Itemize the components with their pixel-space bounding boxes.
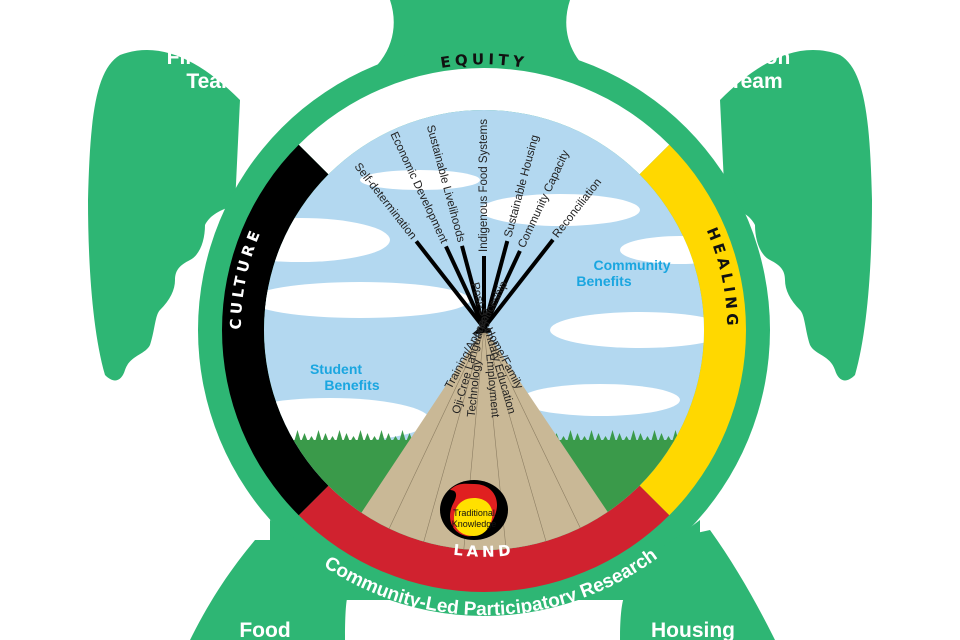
benefit-ray — [414, 240, 486, 330]
ring-label-land: LAND — [453, 541, 516, 561]
team-top-right-line2: First Nation — [674, 46, 791, 69]
tree — [567, 430, 574, 442]
turtle-flipper-top-right — [720, 50, 872, 381]
student-benefit-label: Employment — [483, 353, 501, 419]
ring-label-equity: EQUITY — [439, 50, 529, 72]
tree — [357, 430, 364, 442]
student-benefits-title-line1: Student — [310, 361, 362, 377]
tree — [392, 436, 399, 442]
tree — [336, 430, 343, 442]
tree — [588, 430, 595, 442]
tree — [294, 430, 301, 442]
cloud — [520, 384, 680, 416]
tree — [364, 433, 371, 442]
team-top-left-line3: Team — [186, 70, 239, 93]
tree — [595, 433, 602, 442]
team-bottom-left: Food — [239, 619, 290, 640]
cloud — [550, 312, 704, 348]
benefit-ray — [444, 245, 486, 329]
tree — [602, 436, 609, 442]
tree — [658, 433, 665, 442]
student-benefits-title-line2: Benefits — [324, 377, 379, 393]
cloud — [264, 218, 390, 262]
tree — [301, 433, 308, 442]
tree — [350, 436, 357, 442]
cloud — [264, 282, 470, 318]
tree — [399, 430, 406, 442]
medicine-wheel-ring — [222, 67, 746, 592]
tree — [385, 433, 392, 442]
tree — [623, 436, 630, 442]
cloud — [480, 194, 640, 226]
tree — [378, 430, 385, 442]
tree — [329, 436, 336, 442]
team-top-right-line1: Wasagamack — [638, 22, 771, 45]
tree — [609, 430, 616, 442]
cloud — [620, 236, 704, 264]
ring-segment-land — [298, 485, 670, 592]
tk-emblem-yellow-center — [454, 498, 493, 536]
cloud — [360, 170, 480, 190]
benefit-ray — [482, 250, 522, 329]
tk-label-line2: Knowledge — [452, 519, 497, 529]
turtle-flipper-top-left — [88, 50, 240, 381]
tree — [637, 433, 644, 442]
community-benefits-title-line2: Benefits — [576, 273, 631, 289]
ring-segment-equity — [298, 67, 670, 175]
benefit-ray — [482, 238, 555, 330]
tipi-top — [472, 324, 492, 334]
tree — [644, 436, 651, 442]
tree — [322, 433, 329, 442]
team-top-left-line2: First Nation — [167, 46, 284, 69]
tk-label-line1: Traditional — [453, 508, 495, 518]
team-top-left-line1: Garden Hill — [191, 22, 303, 45]
community-benefit-label: Indigenous Food Systems — [478, 119, 490, 252]
tree — [371, 436, 378, 442]
team-top-right-line3: Team — [729, 70, 782, 93]
tree — [343, 433, 350, 442]
community-benefits-title-line1: Community — [594, 257, 671, 273]
benefit-ray — [482, 240, 510, 329]
benefit-ray — [460, 245, 486, 329]
tree — [616, 433, 623, 442]
team-bottom-right: Housing — [651, 619, 735, 640]
tree — [665, 436, 672, 442]
tipi-pole-line — [418, 327, 485, 550]
ring-segment-culture — [222, 144, 329, 516]
tree — [651, 430, 658, 442]
tipi-pole-line — [483, 327, 596, 550]
tree — [560, 436, 567, 442]
turtle-body-lower — [270, 520, 700, 605]
tipi-body — [330, 328, 640, 550]
tree — [630, 430, 637, 442]
tree — [574, 433, 581, 442]
tipi-pole-line — [374, 327, 485, 550]
ring-segment-healing — [639, 144, 746, 516]
tree — [315, 430, 322, 442]
tree — [581, 436, 588, 442]
traditional-knowledge-emblem: Traditional Knowledge — [440, 480, 508, 540]
community-benefit-rays — [414, 238, 555, 334]
tree — [308, 436, 315, 442]
tipi-pole-line — [483, 327, 552, 550]
